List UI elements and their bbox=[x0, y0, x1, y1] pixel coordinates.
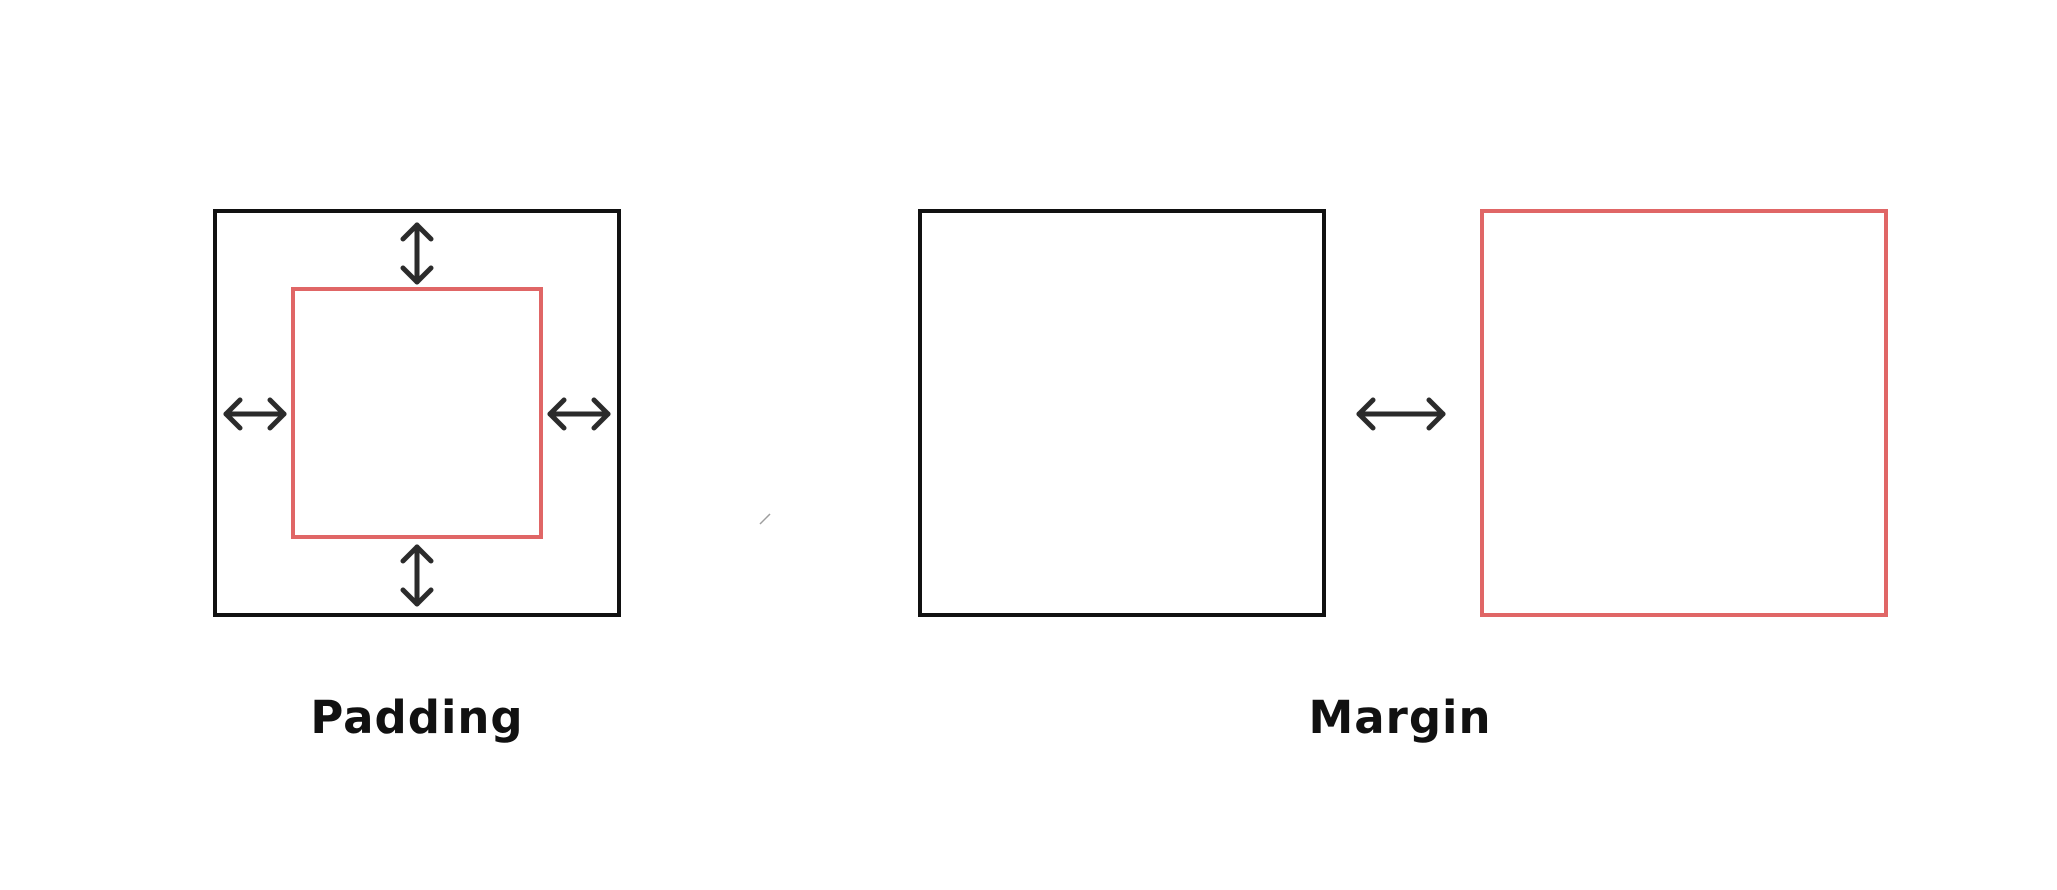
padding-label: Padding bbox=[310, 691, 524, 744]
double-arrow-vertical-icon bbox=[400, 544, 434, 607]
double-arrow-horizontal-icon bbox=[547, 397, 611, 431]
padding-illustration bbox=[213, 209, 621, 617]
double-arrow-vertical-icon bbox=[400, 222, 434, 285]
double-arrow-horizontal-icon bbox=[223, 397, 287, 431]
stray-mark bbox=[759, 513, 771, 525]
margin-illustration bbox=[918, 209, 1888, 617]
margin-second-box bbox=[1480, 209, 1888, 617]
double-arrow-horizontal-icon bbox=[1356, 397, 1446, 431]
padding-outer-box bbox=[213, 209, 621, 617]
margin-first-box bbox=[918, 209, 1326, 617]
margin-label: Margin bbox=[1308, 691, 1492, 744]
padding-inner-box bbox=[291, 287, 543, 539]
